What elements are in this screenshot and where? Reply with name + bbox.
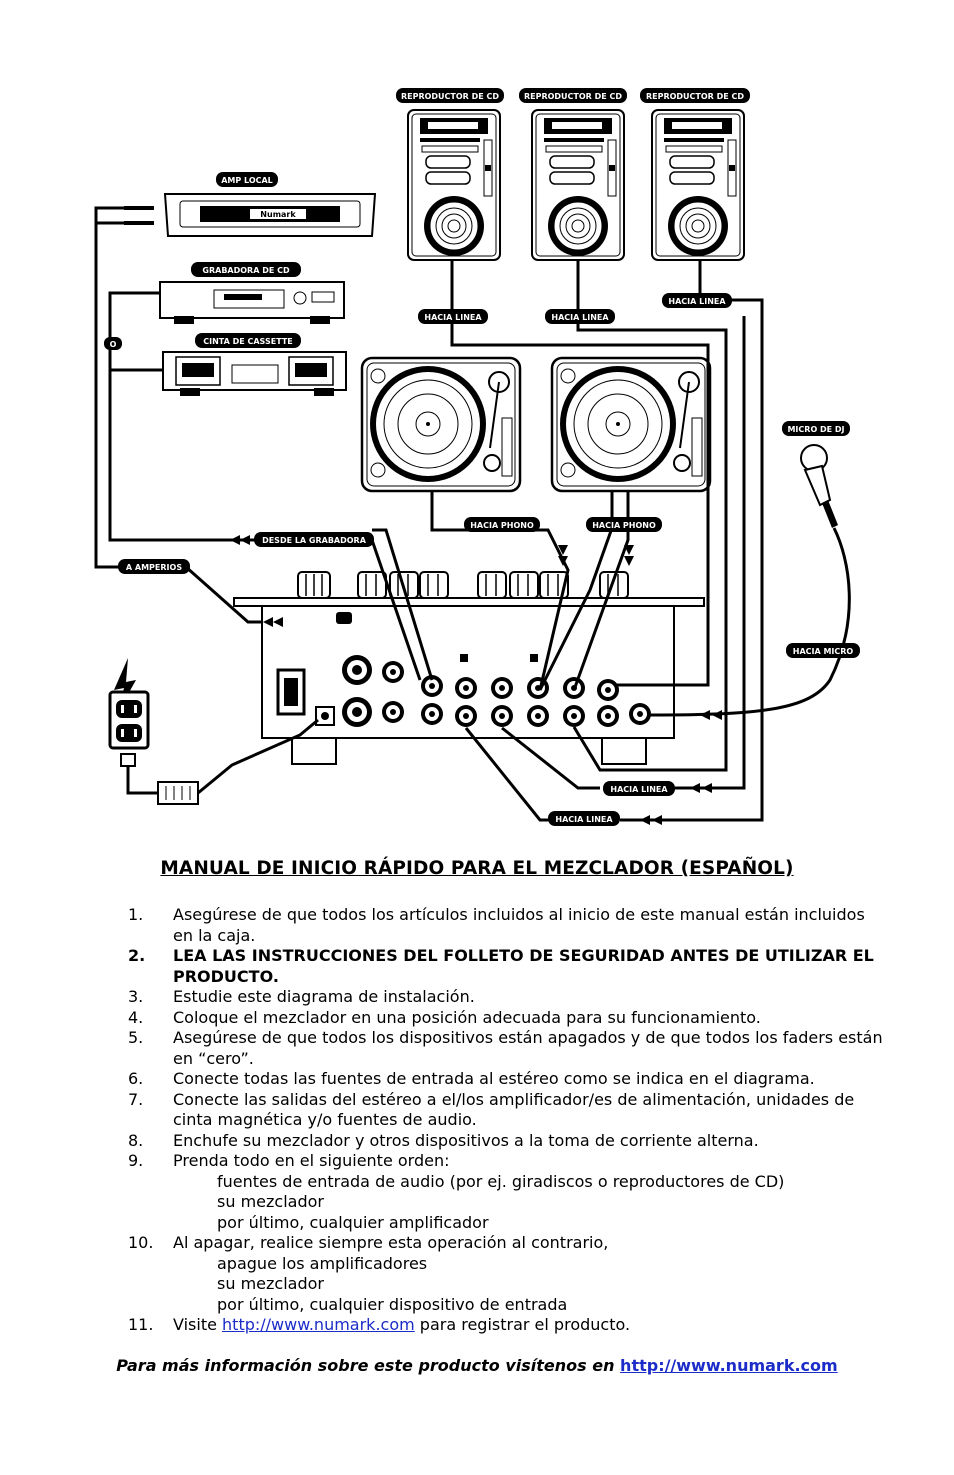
footer-text: Para más información sobre este producto…	[116, 1356, 615, 1375]
list-item: 6. Conecte todas las fuentes de entrada a…	[128, 1069, 888, 1090]
steps-list: 1. Asegúrese de que todos los artículos i…	[128, 905, 888, 1336]
list-item: 11. Visite http://www.numark.com para re…	[128, 1315, 888, 1336]
step-number: 4.	[128, 1007, 144, 1027]
cd-player-1	[407, 109, 501, 261]
list-item: 10. Al apagar, realice siempre esta opera…	[128, 1233, 888, 1254]
step-text: Asegúrese de que todos los dispositivos …	[173, 1028, 883, 1068]
list-item: 9. Prenda todo en el siguiente orden:	[128, 1151, 888, 1172]
step-text: Al apagar, realice siempre esta operació…	[173, 1233, 609, 1252]
svg-text:REPRODUCTOR DE CD: REPRODUCTOR DE CD	[524, 92, 622, 101]
step-number: 1.	[128, 905, 144, 924]
svg-text:HACIA LINEA: HACIA LINEA	[424, 313, 482, 322]
svg-text:MICRO DE DJ: MICRO DE DJ	[787, 425, 844, 434]
list-item: 4. Coloque el mezclador en una posición a…	[128, 1008, 888, 1029]
page-title: MANUAL DE INICIO RÁPIDO PARA EL MEZCLADO…	[160, 858, 794, 879]
svg-text:GRABADORA DE CD: GRABADORA DE CD	[202, 266, 290, 275]
svg-text:HACIA LINEA: HACIA LINEA	[555, 815, 613, 824]
list-item: 7. Conecte las salidas del estéreo a el/l…	[128, 1090, 888, 1131]
step-number: 10.	[128, 1233, 154, 1252]
sub-item: su mezclador	[217, 1192, 324, 1211]
svg-text:REPRODUCTOR DE CD: REPRODUCTOR DE CD	[401, 92, 499, 101]
turntable-1	[360, 356, 522, 493]
numark-link[interactable]: http://www.numark.com	[222, 1315, 415, 1334]
step-text: LEA LAS INSTRUCCIONES DEL FOLLETO DE SEG…	[173, 946, 874, 986]
sub-item: por último, cualquier amplificador	[217, 1212, 489, 1232]
svg-text:O: O	[110, 340, 117, 349]
sub-item: su mezclador	[217, 1274, 324, 1293]
step-text-before: Visite	[173, 1315, 217, 1334]
dj-microphone	[800, 444, 838, 528]
svg-text:HACIA LINEA: HACIA LINEA	[551, 313, 609, 322]
label-line-3: HACIA LINEA	[662, 293, 732, 308]
label-cassette: CINTA DE CASSETTE	[195, 333, 301, 348]
step-number: 11.	[128, 1315, 154, 1334]
label-cd-player-2: REPRODUCTOR DE CD	[519, 88, 627, 103]
list-item: 8. Enchufe su mezclador y otros dispositi…	[128, 1131, 888, 1152]
mixer-device	[233, 571, 705, 765]
list-item: 5. Asegúrese de que todos los dispositivo…	[128, 1028, 888, 1069]
amp-device: Numark	[124, 193, 377, 237]
svg-text:CINTA DE CASSETTE: CINTA DE CASSETTE	[203, 337, 293, 346]
step-number: 9.	[128, 1151, 144, 1170]
label-or: O	[104, 337, 122, 350]
step-text: Prenda todo en el siguiente orden:	[173, 1151, 450, 1170]
label-line-4: HACIA LINEA	[603, 781, 675, 796]
label-phono-1: HACIA PHONO	[464, 517, 540, 532]
step-number: 5.	[128, 1028, 144, 1047]
step-number: 3.	[128, 987, 144, 1006]
svg-text:HACIA PHONO: HACIA PHONO	[470, 521, 534, 530]
step-text: Conecte todas las fuentes de entrada al …	[173, 1069, 815, 1088]
step-text-after: para registrar el producto.	[419, 1315, 631, 1334]
footer-link[interactable]: http://www.numark.com	[620, 1356, 838, 1375]
list-item: 3. Estudie este diagrama de instalación.	[128, 987, 888, 1008]
step-number: 2.	[128, 946, 146, 965]
label-to-mic: HACIA MICRO	[786, 643, 860, 658]
svg-text:HACIA MICRO: HACIA MICRO	[793, 647, 854, 656]
step-text: Asegúrese de que todos los artículos inc…	[173, 905, 865, 945]
svg-text:HACIA LINEA: HACIA LINEA	[610, 785, 668, 794]
label-cd-player-1: REPRODUCTOR DE CD	[396, 88, 504, 103]
amp-brand: Numark	[260, 210, 296, 219]
list-item: 2. LEA LAS INSTRUCCIONES DEL FOLLETO DE S…	[128, 946, 888, 987]
label-from-recorder: DESDE LA GRABADORA	[254, 532, 374, 547]
step-number: 7.	[128, 1089, 144, 1109]
cd-recorder-device	[159, 281, 345, 324]
label-cd-player-3: REPRODUCTOR DE CD	[640, 88, 750, 103]
turntable-2	[550, 356, 712, 493]
label-amp: AMP LOCAL	[216, 172, 278, 187]
wall-outlet	[108, 658, 199, 805]
step-text: Enchufe su mezclador y otros dispositivo…	[173, 1130, 759, 1150]
cassette-device	[162, 351, 347, 396]
sub-item: apague los amplificadores	[217, 1253, 428, 1273]
step-text: Estudie este diagrama de instalación.	[173, 987, 475, 1006]
svg-text:A AMPERIOS: A AMPERIOS	[126, 563, 182, 572]
svg-text:HACIA PHONO: HACIA PHONO	[592, 521, 656, 530]
label-line-1: HACIA LINEA	[418, 309, 488, 324]
step-text: Coloque el mezclador en una posición ade…	[173, 1007, 761, 1027]
setup-diagram: Numark	[94, 88, 860, 826]
step-text: Conecte las salidas del estéreo a el/los…	[173, 1089, 855, 1130]
sub-item: fuentes de entrada de audio (por ej. gir…	[217, 1171, 785, 1191]
label-phono-2: HACIA PHONO	[586, 517, 662, 532]
list-item: 1. Asegúrese de que todos los artículos i…	[128, 905, 888, 946]
sub-item: por último, cualquier dispositivo de ent…	[217, 1294, 568, 1314]
label-line-5: HACIA LINEA	[548, 811, 620, 826]
step-number: 8.	[128, 1130, 144, 1150]
label-dj-mic: MICRO DE DJ	[782, 421, 850, 436]
step-number: 6.	[128, 1069, 144, 1088]
step-text: Visite http://www.numark.com para regist…	[173, 1315, 888, 1336]
label-to-amps: A AMPERIOS	[118, 559, 190, 574]
svg-text:AMP LOCAL: AMP LOCAL	[221, 176, 273, 185]
svg-text:HACIA LINEA: HACIA LINEA	[668, 297, 726, 306]
label-cd-recorder: GRABADORA DE CD	[191, 262, 301, 277]
svg-text:REPRODUCTOR DE CD: REPRODUCTOR DE CD	[646, 92, 744, 101]
cd-player-2	[531, 109, 625, 261]
footer-note: Para más información sobre este producto…	[0, 1356, 954, 1375]
cd-player-3	[651, 109, 745, 261]
svg-text:DESDE LA GRABADORA: DESDE LA GRABADORA	[262, 536, 367, 545]
label-line-2: HACIA LINEA	[545, 309, 615, 324]
